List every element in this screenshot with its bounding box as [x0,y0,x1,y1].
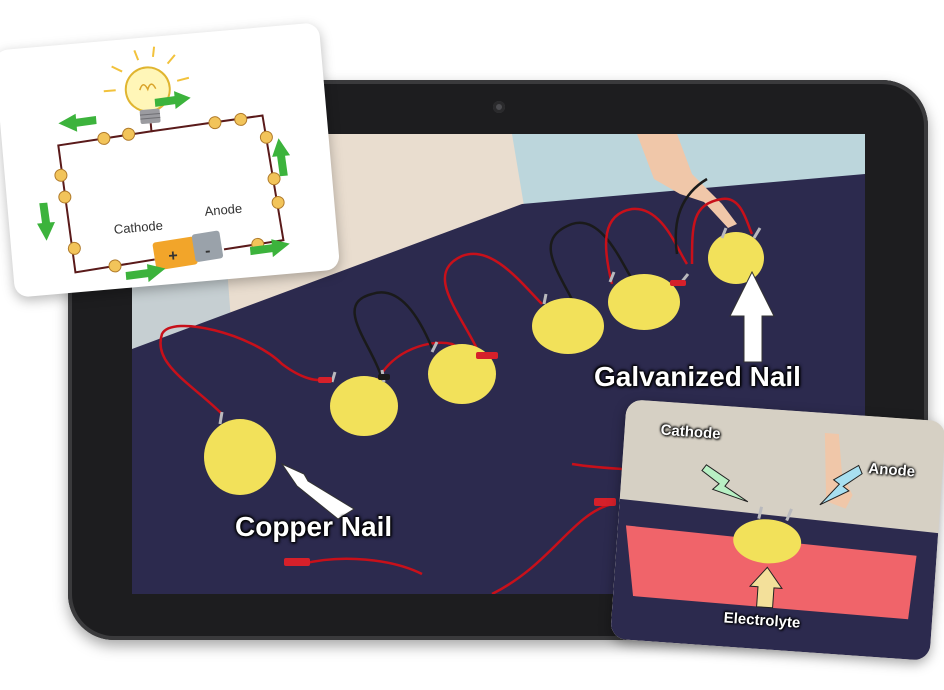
circuit-diagram-card: + - Cathode Anode [0,22,341,298]
cell-lemon [733,519,802,564]
battery-plus: + [168,247,179,265]
electrons [54,112,285,273]
tablet-frame: Copper Nail Galvanized Nail [68,80,928,640]
battery-minus: - [204,243,211,260]
cathode-arrow [701,464,749,503]
light-bulb-icon [103,46,190,124]
lemon-1 [204,419,276,495]
current-arrows [37,91,291,283]
anode-arrow [819,464,863,506]
copper-nail-label: Copper Nail [235,511,393,542]
lemon-6 [708,232,764,284]
lemon-5 [608,274,680,330]
circuit-diagram: + - [37,46,291,283]
cell-zinc-nail [785,508,793,522]
copper-nail-arrow [280,462,355,520]
alligator-clips [284,280,686,566]
galvanized-nail-label: Galvanized Nail [594,361,801,392]
lemon-2 [330,376,398,436]
lemon-cell-scene [610,399,944,661]
pointing-hand [637,134,737,228]
cell-anode-label: Anode [867,460,916,481]
front-camera [493,101,505,113]
galvanized-nail-arrow [729,270,775,363]
battery-icon: + - [152,230,224,271]
electrolyte-arrow [748,566,783,609]
lemon-4 [532,298,604,354]
lemon-cell-card: Cathode Anode Electrolyte [610,399,944,661]
cell-copper-nail [757,506,764,519]
nails [218,227,762,425]
